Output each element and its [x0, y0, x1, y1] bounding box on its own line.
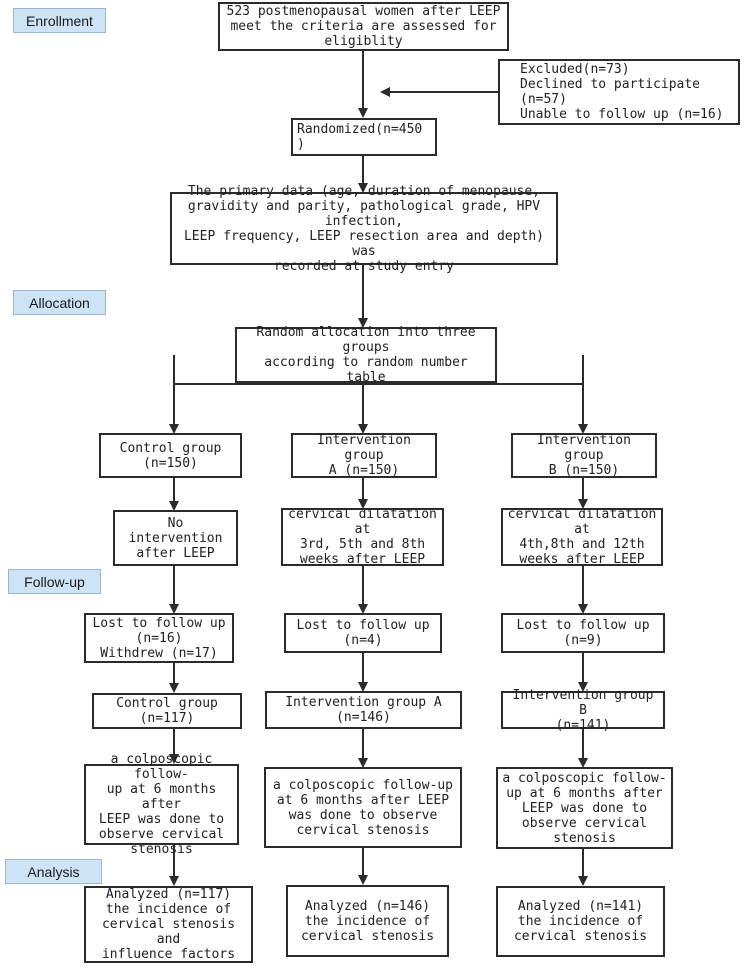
- group-a-followup-box: a colposcopic follow-up at 6 months afte…: [264, 767, 462, 848]
- primary-data-box: The primary data (age, duration of menop…: [170, 184, 558, 274]
- screened-box: 523 postmenopausal women after LEEP meet…: [218, 2, 509, 51]
- randomized-box: Randomized(n=450 ): [291, 118, 437, 156]
- random-allocation-box: Random allocation into three groups acco…: [235, 325, 497, 385]
- group-a-remaining-box: Intervention group A (n=146): [265, 691, 462, 729]
- stage-allocation: Allocation: [13, 290, 106, 315]
- allocation-branch-line: [173, 355, 584, 385]
- group-b-lost-box: Lost to follow up (n=9): [501, 613, 665, 653]
- group-b-box: Intervention group B (n=150): [511, 433, 657, 478]
- control-intervention-box: No intervention after LEEP: [113, 510, 238, 566]
- stage-enrollment: Enrollment: [13, 8, 106, 33]
- stage-followup: Follow-up: [8, 569, 101, 594]
- control-remaining-box: Control group (n=117): [92, 693, 242, 729]
- group-a-intervention-box: cervical dilatation at 3rd, 5th and 8th …: [281, 507, 444, 567]
- control-group-box: Control group (n=150): [99, 433, 242, 478]
- group-b-analyzed-box: Analyzed (n=141) the incidence of cervic…: [496, 886, 665, 957]
- group-b-followup-box: a colposcopic follow- up at 6 months aft…: [496, 767, 673, 849]
- control-analyzed-box: Analyzed (n=117) the incidence of cervic…: [84, 886, 253, 963]
- group-b-intervention-box: cervical dilatation at 4th,8th and 12th …: [501, 507, 663, 567]
- group-a-box: Intervention group A (n=150): [291, 433, 437, 478]
- group-b-remaining-box: Intervention group B (n=141): [501, 688, 665, 733]
- group-a-lost-box: Lost to follow up (n=4): [284, 613, 442, 653]
- group-a-analyzed-box: Analyzed (n=146) the incidence of cervic…: [286, 885, 449, 957]
- control-lost-box: Lost to follow up (n=16) Withdrew (n=17): [84, 613, 234, 663]
- stage-analysis: Analysis: [5, 859, 102, 884]
- control-followup-box: a colposcopic follow- up at 6 months aft…: [84, 752, 239, 857]
- excluded-box: Excluded(n=73) Declined to participate (…: [498, 59, 740, 125]
